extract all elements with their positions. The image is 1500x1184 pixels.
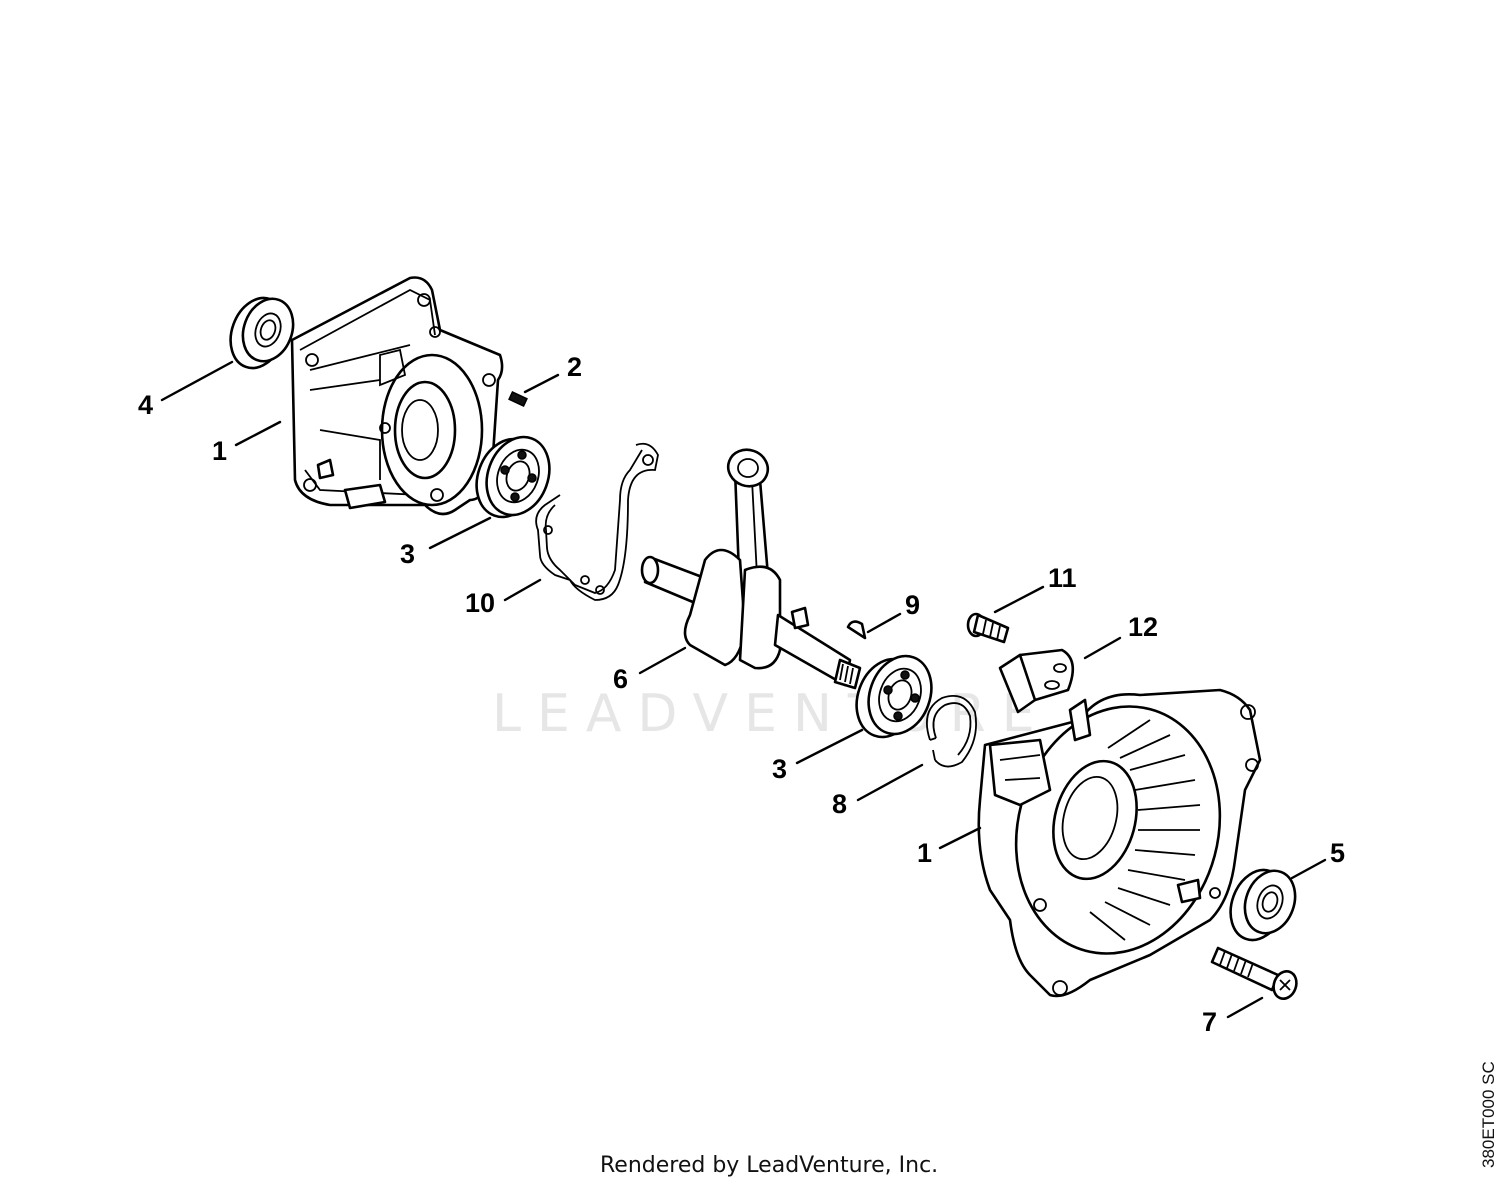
leader-11 (993, 585, 1045, 614)
callout-7: 7 (1202, 1007, 1217, 1037)
leader-10 (503, 578, 542, 602)
gasket[interactable] (535, 442, 659, 601)
footer-credit: Rendered by LeadVenture, Inc. (600, 1153, 938, 1178)
callout-5: 5 (1330, 838, 1345, 868)
callout-1-right: 1 (917, 838, 932, 868)
ball-bearing-right[interactable] (846, 647, 942, 746)
crankcase-left[interactable] (290, 276, 504, 516)
drawing-code: 380ET000 SC (1479, 1061, 1498, 1168)
callout-6: 6 (613, 664, 628, 694)
leader-7 (1226, 996, 1264, 1019)
leader-4 (160, 360, 234, 402)
leader-2 (523, 373, 560, 394)
oil-seal-left[interactable] (221, 290, 301, 375)
woodruff-key[interactable] (846, 620, 867, 640)
callout-10: 10 (465, 588, 495, 618)
leader-5 (1290, 858, 1327, 880)
callout-2: 2 (567, 352, 582, 382)
callout-9: 9 (905, 590, 920, 620)
screw-small[interactable] (966, 612, 1010, 644)
leader-1-right (938, 826, 982, 850)
callout-1-left: 1 (212, 436, 227, 466)
bracket[interactable] (998, 648, 1075, 714)
callout-3-right: 3 (772, 754, 787, 784)
callout-12: 12 (1128, 612, 1158, 642)
leader-8 (856, 763, 924, 802)
screw-long[interactable] (1210, 946, 1300, 1002)
leader-9 (866, 612, 902, 634)
leader-3-right (795, 728, 864, 765)
pin[interactable] (508, 390, 528, 408)
callout-3-left: 3 (400, 539, 415, 569)
circlip[interactable] (926, 694, 977, 768)
leader-1-left (234, 420, 282, 447)
callout-11: 11 (1048, 563, 1077, 593)
leader-12 (1083, 636, 1122, 660)
leader-6 (638, 646, 687, 675)
callout-4: 4 (138, 390, 153, 420)
crankcase-right[interactable] (977, 683, 1262, 998)
oil-seal-right[interactable] (1221, 862, 1303, 947)
leader-3-left (428, 516, 492, 550)
ball-bearing-left[interactable] (466, 428, 560, 526)
crankshaft[interactable] (640, 444, 862, 690)
watermark-text: LEADVENTURE (492, 684, 1051, 744)
callout-8: 8 (832, 789, 847, 819)
